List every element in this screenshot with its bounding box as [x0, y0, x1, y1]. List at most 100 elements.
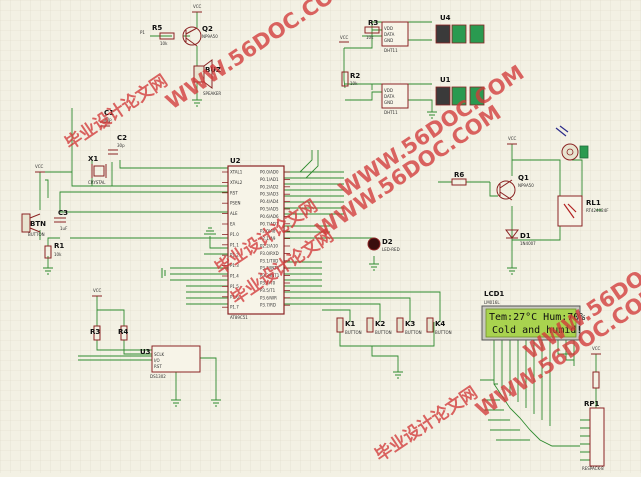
- svg-text:VCC: VCC: [35, 164, 44, 169]
- svg-text:VCC: VCC: [508, 136, 517, 141]
- svg-text:VCC: VCC: [340, 35, 349, 40]
- svg-text:P1: P1: [140, 30, 145, 35]
- mcu-left-pins: XTAL1XTAL2RSTPSENALEEAP1.0P1.1P1.2P1.3P1…: [222, 170, 243, 310]
- buzzer-driver: P1 R5 10k Q2 NP9A50 BUZ SPEAKER: [140, 24, 221, 96]
- vcc-reset: VCC: [35, 164, 45, 173]
- svg-text:R2: R2: [350, 72, 360, 80]
- lcd-display: LCD1 LM016L Tem:27°C Hum:70% Cold and hu…: [481, 290, 585, 341]
- mcu-pin-left: P1.4: [230, 274, 239, 279]
- svg-text:R5: R5: [152, 24, 162, 32]
- mcu-pin-left: PSEN: [230, 201, 240, 206]
- transistor-q2: [182, 26, 202, 46]
- svg-text:BUZ: BUZ: [205, 66, 221, 74]
- respack-rp1: RP1 RESPACK-8: [582, 371, 605, 471]
- probe-icon: [555, 125, 569, 137]
- mcu-pin-right: P3.3/INT1: [260, 273, 280, 278]
- svg-text:D1: D1: [520, 232, 531, 240]
- svg-text:1N4007: 1N4007: [520, 241, 536, 246]
- svg-text:CRYSTAL: CRYSTAL: [88, 180, 106, 185]
- svg-text:10k: 10k: [54, 252, 62, 257]
- key-sub: BUTTON: [375, 330, 392, 335]
- crystal-oscillator: X1 CRYSTAL C2 30p C1 30p: [88, 109, 127, 185]
- mcu-right-pins: P0.0/AD0P0.1/AD1P0.2/AD2P0.3/AD3P0.4/AD4…: [260, 170, 290, 308]
- svg-text:U3: U3: [140, 348, 151, 356]
- svg-text:C3: C3: [58, 209, 68, 217]
- mcu-pin-right: P2.1/A9: [260, 236, 276, 241]
- svg-text:1uF: 1uF: [60, 226, 68, 231]
- vcc-relay: VCC: [507, 136, 517, 145]
- button-icon: [396, 317, 404, 333]
- svg-text:U4: U4: [440, 14, 451, 22]
- svg-text:R3: R3: [90, 328, 100, 336]
- button-icon: [426, 317, 434, 333]
- mcu-pin-right: P0.4/AD4: [260, 199, 279, 204]
- resistor-r5: [159, 32, 175, 40]
- svg-text:30p: 30p: [104, 117, 112, 122]
- svg-text:RESPACK-8: RESPACK-8: [582, 466, 604, 471]
- mcu-pin-right: P0.7/AD7: [260, 221, 279, 226]
- svg-text:BUTTON: BUTTON: [28, 232, 45, 237]
- mcu-pin-left: P1.3: [230, 263, 239, 268]
- mcu-pin-left: P1.1: [230, 242, 239, 247]
- mcu-pin-right: P3.7/RD: [260, 303, 276, 308]
- svg-text:AT89C51: AT89C51: [230, 315, 248, 320]
- svg-text:LM016L: LM016L: [484, 300, 500, 305]
- svg-text:RT424024F: RT424024F: [586, 208, 609, 213]
- sensor-u1: U1 VDD DATA GND DHT11: [381, 76, 485, 115]
- svg-text:U1: U1: [440, 76, 451, 84]
- mcu-body: [227, 165, 285, 315]
- svg-text:DHT11: DHT11: [384, 48, 398, 53]
- svg-text:VCC: VCC: [93, 288, 102, 293]
- mcu-pin-right: P0.3/AD3: [260, 192, 279, 197]
- svg-text:RST: RST: [154, 364, 162, 369]
- lamp-icon: [561, 143, 579, 161]
- svg-text:NP9A50: NP9A50: [518, 183, 534, 188]
- sensor-u4: U4 VDD DATA GND DHT11: [381, 14, 485, 53]
- lcd-line-2: Cold and humid!: [492, 325, 582, 336]
- svg-text:10k: 10k: [350, 81, 358, 86]
- speaker-icon: [193, 65, 205, 83]
- key-sub: BUTTON: [435, 330, 452, 335]
- svg-text:SCLK: SCLK: [154, 352, 165, 357]
- mcu-pin-left: P1.2: [230, 253, 239, 258]
- mcu-pin-right: P3.6/WR: [260, 295, 277, 300]
- pullup-resistors: R3 10k R2 10k: [341, 19, 380, 87]
- svg-text:LED-RED: LED-RED: [382, 247, 400, 252]
- svg-text:RL1: RL1: [586, 199, 601, 207]
- mcu-pin-left: P1.6: [230, 294, 239, 299]
- mcu-pin-left: P1.5: [230, 284, 239, 289]
- mcu-pin-right: P0.5/AD5: [260, 207, 279, 212]
- svg-text:DHT11: DHT11: [384, 110, 398, 115]
- rtc-u3: R3 R4 U3 SCLK I/O RST DS1302: [90, 325, 201, 379]
- mcu-pin-left: ALE: [230, 211, 238, 216]
- relay-driver: R6 Q1 NP9A50 D1 1N4007 RL1 RT424024F: [451, 125, 609, 246]
- svg-text:10k: 10k: [366, 35, 374, 40]
- svg-text:C1: C1: [104, 109, 114, 117]
- mcu-pin-left: P1.7: [230, 305, 239, 310]
- reset-button: [21, 213, 31, 233]
- vcc-rtc: VCC: [92, 288, 102, 297]
- key-ref: K2: [375, 320, 385, 328]
- svg-text:GND: GND: [384, 100, 393, 105]
- svg-text:VCC: VCC: [592, 346, 601, 351]
- mcu-pin-right: P0.2/AD2: [260, 184, 279, 189]
- mcu-pin-right: P3.2/INT0: [260, 266, 280, 271]
- svg-text:R3: R3: [368, 19, 378, 27]
- key-sub: BUTTON: [345, 330, 362, 335]
- ground-symbols: [43, 99, 517, 407]
- mcu-pin-right: P3.5/T1: [260, 288, 276, 293]
- wires: [39, 12, 602, 461]
- svg-text:DS1302: DS1302: [150, 374, 166, 379]
- svg-text:Q2: Q2: [202, 25, 213, 33]
- vcc-lcd: VCC: [591, 346, 601, 355]
- button-icon: [366, 317, 374, 333]
- button-icon: [336, 317, 344, 333]
- mcu-pin-left: XTAL2: [230, 180, 243, 185]
- vcc-q2: VCC: [192, 4, 202, 13]
